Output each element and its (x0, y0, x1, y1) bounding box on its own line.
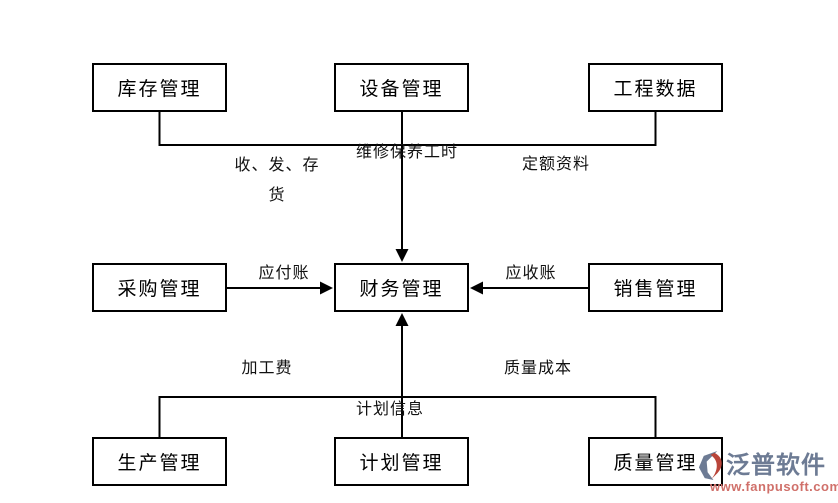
node-quality-label: 质量管理 (613, 453, 698, 474)
node-engineering-data: 工程数据 (588, 63, 723, 112)
node-quality: 质量管理 (588, 437, 723, 486)
node-finance-label: 财务管理 (359, 279, 444, 300)
node-production: 生产管理 (92, 437, 227, 486)
fanpu-logo-url: www.fanpusoft.com (710, 479, 838, 494)
edge-label-quota-data: 定额资料 (521, 156, 591, 173)
node-purchase: 采购管理 (92, 263, 227, 312)
edge-label-maintenance-hours: 维修保养工时 (355, 144, 459, 161)
node-sales: 销售管理 (588, 263, 723, 312)
node-equipment-label: 设备管理 (359, 79, 444, 100)
node-engineering-data-label: 工程数据 (613, 79, 698, 100)
node-inventory-label: 库存管理 (117, 79, 202, 100)
node-planning-label: 计划管理 (359, 453, 444, 474)
edge-label-quality-cost: 质量成本 (503, 360, 573, 377)
edge-label-processing-fee: 加工费 (241, 360, 293, 377)
arrowhead-down-into-finance (395, 249, 409, 262)
edge-label-plan-info: 计划信息 (355, 401, 425, 418)
arrowhead-right-into-finance (320, 281, 333, 295)
edge-label-accounts-payable: 应付账 (258, 265, 310, 282)
arrowhead-up-into-finance (395, 313, 409, 326)
fanpu-logo-icon (698, 451, 722, 480)
node-finance: 财务管理 (334, 263, 469, 312)
edge-label-accounts-receivable: 应收账 (505, 265, 557, 282)
edge-label-stock-flow-line2: 货 (268, 187, 286, 204)
edge-label-stock-flow: 收、发、存 货 (222, 151, 332, 211)
fanpu-logo: 泛普软件 www.fanpusoft.com (697, 450, 838, 494)
node-production-label: 生产管理 (117, 453, 202, 474)
node-planning: 计划管理 (334, 437, 469, 486)
node-sales-label: 销售管理 (613, 279, 698, 300)
node-equipment: 设备管理 (334, 63, 469, 112)
edge-label-stock-flow-line1: 收、发、存 (234, 157, 320, 174)
node-inventory: 库存管理 (92, 63, 227, 112)
arrowhead-left-into-finance (470, 281, 483, 295)
node-purchase-label: 采购管理 (117, 279, 202, 300)
connector-top-bus (158, 112, 657, 146)
fanpu-logo-name: 泛普软件 (726, 451, 826, 479)
